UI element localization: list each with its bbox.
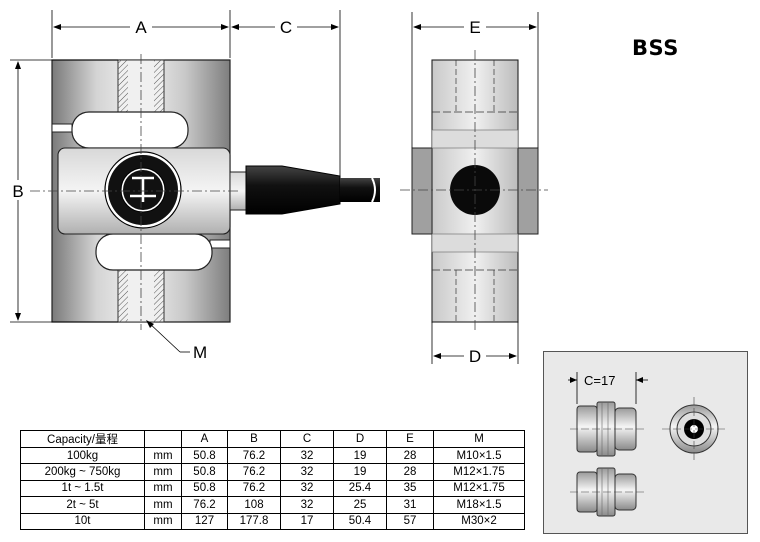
dimension-d bbox=[431, 322, 519, 364]
cell-e: 31 bbox=[386, 496, 434, 514]
cable-gland-side-icon bbox=[570, 401, 644, 457]
cell-c: 32 bbox=[280, 479, 334, 498]
dimension-c-label: C bbox=[280, 18, 292, 37]
cell-m: M18×1.5 bbox=[433, 496, 525, 514]
table-row: 200kg ~ 750kg mm 50.8 76.2 32 19 28 M12×… bbox=[20, 463, 525, 481]
cable-gland-alt-icon bbox=[570, 467, 644, 517]
dimension-a-label: A bbox=[135, 18, 147, 37]
cell-a: 50.8 bbox=[181, 463, 228, 481]
cell-b: 177.8 bbox=[227, 512, 281, 530]
table-row: 100kg mm 50.8 76.2 32 19 28 M10×1.5 bbox=[20, 446, 525, 465]
cell-unit: mm bbox=[144, 479, 182, 498]
header-a: A bbox=[181, 430, 228, 448]
cell-capacity: 2t ~ 5t bbox=[20, 496, 145, 514]
cell-unit: mm bbox=[144, 496, 182, 514]
dimension-m-leader bbox=[146, 320, 190, 353]
header-b: B bbox=[227, 430, 281, 448]
header-m: M bbox=[433, 430, 525, 448]
cell-c: 32 bbox=[280, 463, 334, 481]
cell-e: 57 bbox=[386, 512, 434, 530]
dimension-c bbox=[231, 10, 341, 176]
dimension-m-label: M bbox=[193, 343, 207, 362]
dimension-d-label: D bbox=[469, 347, 481, 366]
spec-table: Capacity/量程 A B C D E M 100kg mm 50.8 76… bbox=[20, 430, 525, 530]
cell-capacity: 100kg bbox=[20, 446, 145, 465]
header-d: D bbox=[333, 430, 387, 448]
dimension-a bbox=[51, 10, 231, 58]
cable-gland-inset: C=17 bbox=[543, 351, 748, 534]
side-view bbox=[400, 50, 548, 330]
cell-m: M10×1.5 bbox=[433, 446, 525, 465]
dimension-b-label: B bbox=[12, 182, 23, 201]
cell-m: M12×1.75 bbox=[433, 463, 525, 481]
cell-d: 19 bbox=[333, 463, 387, 481]
cell-b: 76.2 bbox=[227, 446, 281, 465]
cell-d: 25 bbox=[333, 496, 387, 514]
cell-m: M30×2 bbox=[433, 512, 525, 530]
front-view bbox=[30, 54, 380, 330]
cell-a: 50.8 bbox=[181, 446, 228, 465]
cable-gland-drawing: C=17 bbox=[568, 372, 726, 517]
cell-b: 76.2 bbox=[227, 463, 281, 481]
cell-a: 50.8 bbox=[181, 479, 228, 498]
dimension-b bbox=[10, 59, 118, 323]
header-e: E bbox=[386, 430, 434, 448]
cell-b: 76.2 bbox=[227, 479, 281, 498]
cell-capacity: 1t ~ 1.5t bbox=[20, 479, 145, 498]
cell-b: 108 bbox=[227, 496, 281, 514]
inset-dimension-label: C=17 bbox=[584, 373, 615, 388]
cell-capacity: 200kg ~ 750kg bbox=[20, 463, 145, 481]
cell-unit: mm bbox=[144, 463, 182, 481]
table-row: 1t ~ 1.5t mm 50.8 76.2 32 25.4 35 M12×1.… bbox=[20, 479, 525, 498]
cell-c: 17 bbox=[280, 512, 334, 530]
cell-a: 127 bbox=[181, 512, 228, 530]
table-row: 2t ~ 5t mm 76.2 108 32 25 31 M18×1.5 bbox=[20, 496, 525, 514]
header-c: C bbox=[280, 430, 334, 448]
table-header-row: Capacity/量程 A B C D E M bbox=[20, 430, 525, 448]
cell-unit: mm bbox=[144, 512, 182, 530]
header-capacity: Capacity/量程 bbox=[20, 430, 145, 448]
cell-capacity: 10t bbox=[20, 512, 145, 530]
cell-e: 28 bbox=[386, 446, 434, 465]
cell-d: 50.4 bbox=[333, 512, 387, 530]
cell-d: 25.4 bbox=[333, 479, 387, 498]
dimension-e bbox=[411, 12, 539, 148]
cell-unit: mm bbox=[144, 446, 182, 465]
header-unit bbox=[144, 430, 182, 448]
cell-e: 28 bbox=[386, 463, 434, 481]
cell-c: 32 bbox=[280, 446, 334, 465]
dimension-e-label: E bbox=[469, 18, 480, 37]
cell-d: 19 bbox=[333, 446, 387, 465]
cell-m: M12×1.75 bbox=[433, 479, 525, 498]
table-row: 10t mm 127 177.8 17 50.4 57 M30×2 bbox=[20, 512, 525, 530]
cell-c: 32 bbox=[280, 496, 334, 514]
model-name: BSS bbox=[632, 36, 679, 60]
cell-a: 76.2 bbox=[181, 496, 228, 514]
cable-gland-front-icon bbox=[662, 397, 726, 460]
cell-e: 35 bbox=[386, 479, 434, 498]
